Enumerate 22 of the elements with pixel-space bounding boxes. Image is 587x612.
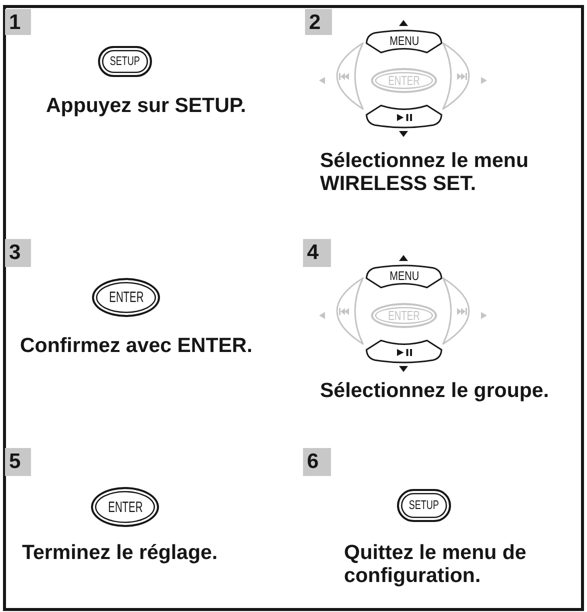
step-number: 5 xyxy=(5,448,31,476)
instruction-text: Terminez le réglage. xyxy=(22,541,219,564)
center-button: ENTER xyxy=(371,303,437,328)
remote-button: ENTER xyxy=(92,278,160,317)
step-number: 1 xyxy=(5,9,31,35)
instruction-text: Confirmez avec ENTER. xyxy=(20,334,254,357)
instruction-text: Quittez le menu de configuration. xyxy=(344,541,528,587)
instruction-text: Sélectionnez le groupe. xyxy=(320,379,550,402)
step-number: 4 xyxy=(303,239,331,267)
remote-button: MENU xyxy=(365,265,443,289)
step-number: 6 xyxy=(303,448,331,476)
instruction-text: Sélectionnez le menu WIRELESS SET. xyxy=(320,149,530,195)
remote-button: MENU xyxy=(365,30,443,54)
center-button: ENTER xyxy=(371,68,437,93)
step-number: 3 xyxy=(5,239,31,267)
step-number: 2 xyxy=(305,9,332,35)
remote-button: ENTER xyxy=(91,487,159,527)
remote-button xyxy=(365,339,443,363)
instruction-text: Appuyez sur SETUP. xyxy=(46,94,248,117)
remote-button: SETUP xyxy=(397,489,451,522)
remote-button xyxy=(365,104,443,128)
remote-button: SETUP xyxy=(98,46,152,77)
